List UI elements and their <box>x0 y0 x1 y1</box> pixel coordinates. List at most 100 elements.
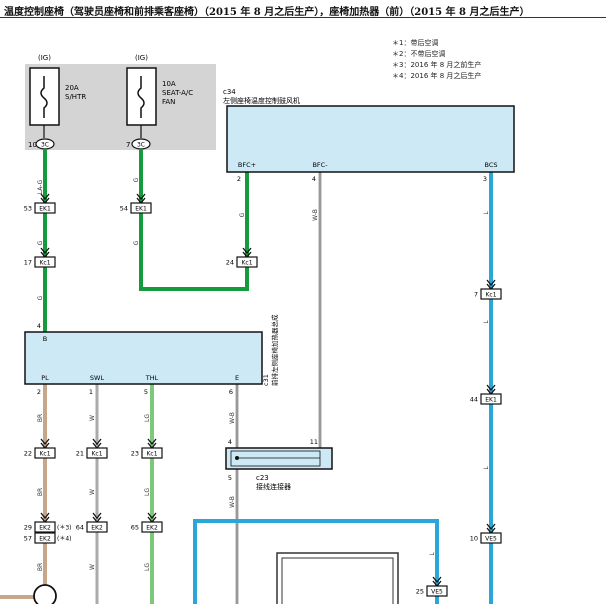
c34-pin-bcs-num: 3 <box>483 175 487 183</box>
connector-kc1-c: Kc1 7 <box>474 279 502 300</box>
wire-label-w-1: W <box>89 415 96 421</box>
c31-pin-pl-label: PL <box>41 374 49 382</box>
connector-label: EK2 <box>39 536 51 543</box>
connector-pin: 21 <box>76 450 84 458</box>
note-3: ＊3：2016 年 8 月之前生产 <box>392 60 481 69</box>
wire-label-g-5: G <box>239 212 246 217</box>
c34-pin-bfcp-label: BFC+ <box>238 161 256 169</box>
c31-pin-swl-num: 1 <box>89 388 93 396</box>
c34-pin-bcs-label: BCS <box>484 161 497 169</box>
connector-pin: 10 <box>470 535 478 543</box>
wire-label-g-4: G <box>133 240 140 245</box>
wire-label-br-1: BR <box>37 414 44 422</box>
wire-label-lg-2: LG <box>144 488 151 496</box>
fuse2-conn: 3C <box>137 142 145 149</box>
connector-label: Kc1 <box>241 260 252 267</box>
fuse1-supply: (IG) <box>38 54 51 62</box>
wire-label-wb-3: W-B <box>229 496 236 508</box>
fuse1-conn: 3C <box>41 142 49 149</box>
c34-pin-bfcp-num: 2 <box>237 175 241 183</box>
page-title: 温度控制座椅（驾驶员座椅和前排乘客座椅）（2015 年 8 月之后生产），座椅加… <box>4 7 530 18</box>
connector-label: VE5 <box>431 589 443 596</box>
note-2: ＊2：不带后空调 <box>392 49 445 58</box>
connector-label: EK2 <box>39 525 51 532</box>
c34-pin-bfcm-num: 4 <box>312 175 316 183</box>
fuse2-name2: FAN <box>162 98 175 106</box>
fuse2-rating: 10A <box>162 80 176 88</box>
c23-code: c23 <box>256 474 269 482</box>
wire-label-w-2: W <box>89 489 96 495</box>
connector-label: EK2 <box>146 525 158 532</box>
connector-pin: 25 <box>416 588 424 596</box>
connector-ek1-c: EK1 44 <box>470 384 502 405</box>
wire-label-wb-2: W-B <box>229 412 236 424</box>
connector-ve5-b: VE5 25 <box>416 576 448 597</box>
c31-name: 前排左侧座椅加热器总成 <box>270 314 279 386</box>
wire-label-g-1: G <box>37 240 44 245</box>
wire-label-w-3: W <box>89 564 96 570</box>
c31-seat-heater-box <box>24 331 263 385</box>
fuse-10a: (IG) 10A SEAT-A/C FAN 3C 7 <box>126 54 193 150</box>
note-4: ＊4：2016 年 8 月之后生产 <box>392 71 481 80</box>
fuse1-rating: 20A <box>65 84 79 92</box>
c23-pin-right: 11 <box>310 438 318 446</box>
wire-label-lg-1: LG <box>144 414 151 422</box>
connector-pin: 7 <box>474 291 478 299</box>
title-divider <box>0 17 606 18</box>
connector-pin: 22 <box>24 450 32 458</box>
wire-green-2 <box>139 149 249 291</box>
wire-label-g-3: G <box>133 177 140 182</box>
c31-pin-e-num: 6 <box>229 388 233 396</box>
splice-point-icon <box>33 584 57 604</box>
c31-code: c31 <box>262 374 270 386</box>
connector-label: Kc1 <box>39 451 50 458</box>
connector-note: (＊3) <box>57 525 72 532</box>
connector-label: EK1 <box>135 206 147 213</box>
connector-label: Kc1 <box>485 292 496 299</box>
connector-pin: 64 <box>76 524 84 532</box>
connector-label: Kc1 <box>91 451 102 458</box>
c23-pin-left: 4 <box>228 438 232 446</box>
connector-label: Kc1 <box>146 451 157 458</box>
wire-label-br-2: BR <box>37 488 44 496</box>
connector-pin: 29 <box>24 524 32 532</box>
fuse2-supply: (IG) <box>135 54 148 62</box>
connector-pin: 44 <box>470 396 478 404</box>
c31-pin-thl-label: THL <box>145 374 159 382</box>
connector-pin: 57 <box>24 535 32 543</box>
note-1: ＊1：带后空调 <box>392 38 438 47</box>
inner-component-outline <box>276 552 399 604</box>
c34-name: 左侧座椅温度控制鼓风机 <box>223 96 300 105</box>
connector-label: EK1 <box>485 397 497 404</box>
fuse1-pin: 10 <box>28 141 37 149</box>
connector-label: VE5 <box>485 536 497 543</box>
fuse-symbol-icon <box>40 76 48 118</box>
wire-label-lg-3: LG <box>144 563 151 571</box>
wire-label-wb-1: W-B <box>312 209 319 221</box>
c31-pin-pl-num: 2 <box>37 388 41 396</box>
connector-pin: 23 <box>131 450 139 458</box>
connector-kc1-pl: Kc1 22 <box>24 438 56 459</box>
fuse-symbol-icon <box>137 76 145 118</box>
connector-ek2-a: EK2 29 (＊3) <box>24 512 72 533</box>
wire-label-lag: LA-G <box>37 179 44 194</box>
c34-blower-box <box>226 105 515 173</box>
c23-junction-box <box>225 447 333 470</box>
c31-pin-e-label: E <box>235 374 239 382</box>
connector-pin: 53 <box>24 205 32 213</box>
c23-name: 接线连接器 <box>256 482 291 491</box>
connector-pin: 54 <box>120 205 128 213</box>
connector-kc1-swl: Kc1 21 <box>76 438 108 459</box>
connector-ek1-b: EK1 54 <box>120 193 152 214</box>
wire-blue-2 <box>193 519 439 604</box>
connector-kc1-thl: Kc1 23 <box>131 438 163 459</box>
connector-ve5-a: VE5 10 <box>470 523 502 544</box>
